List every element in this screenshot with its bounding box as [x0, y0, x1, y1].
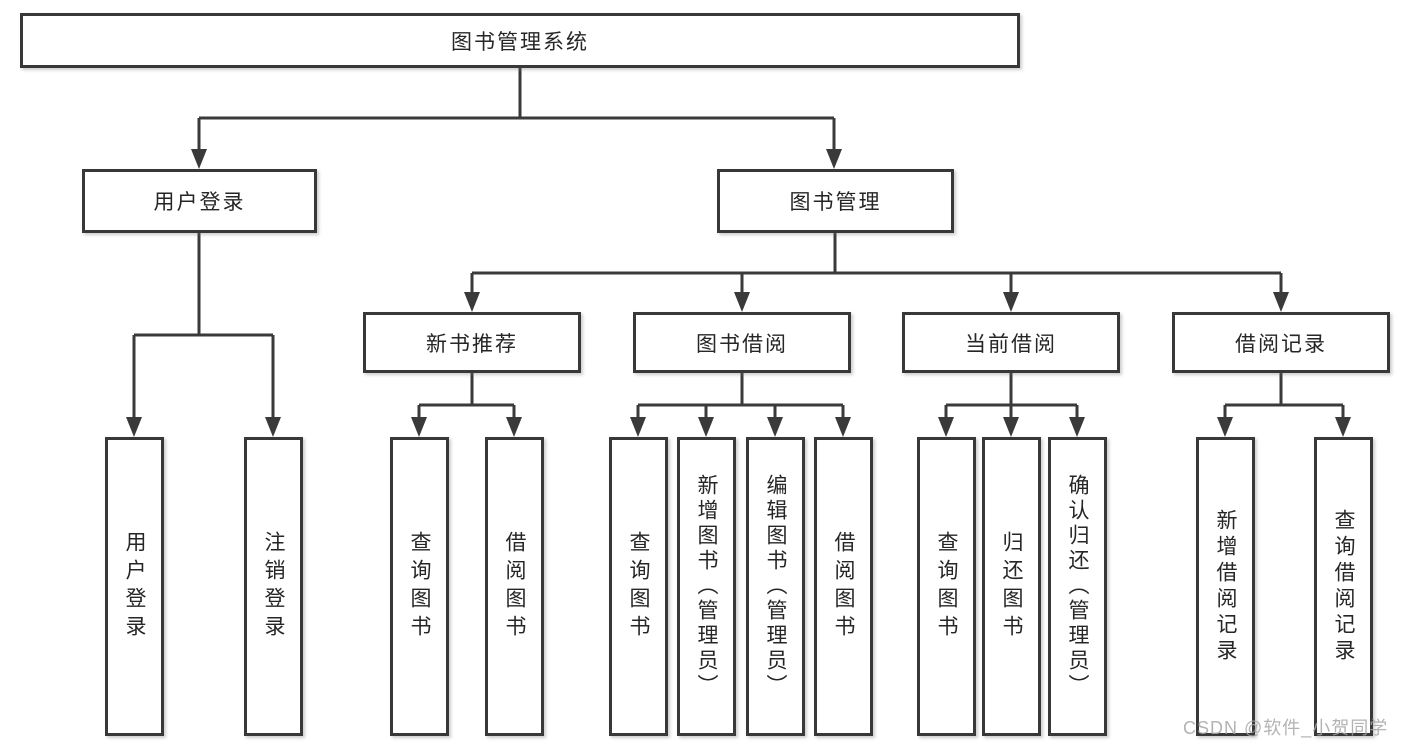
leaf-query-book-2-label: 查询图书 — [627, 530, 650, 643]
leaf-confirm-return-admin-label: 确认归还（管理员） — [1066, 474, 1089, 699]
leaf-confirm-return-admin: 确认归还（管理员） — [1048, 437, 1107, 736]
leaf-user-login-label: 用户登录 — [123, 530, 146, 643]
leaf-add-book-admin: 新增图书（管理员） — [677, 437, 736, 736]
leaf-borrow-book-2: 借阅图书 — [814, 437, 873, 736]
leaf-query-book-3-label: 查询图书 — [935, 530, 958, 643]
node-root: 图书管理系统 — [20, 13, 1020, 68]
leaf-query-book-3: 查询图书 — [917, 437, 976, 736]
node-book-management-label: 图书管理 — [789, 191, 882, 214]
arrowhead-icons — [126, 149, 1351, 437]
leaf-edit-book-admin-label: 编辑图书（管理员） — [764, 474, 787, 699]
leaf-query-book-1-label: 查询图书 — [408, 530, 431, 643]
node-borrow-records-label: 借阅记录 — [1235, 332, 1327, 356]
leaf-query-borrow-record-label: 查询借阅记录 — [1332, 508, 1355, 665]
leaf-borrow-book-1: 借阅图书 — [485, 437, 544, 736]
node-new-book-recommend: 新书推荐 — [363, 312, 581, 373]
leaf-return-book-label: 归还图书 — [1000, 530, 1023, 643]
node-current-borrow: 当前借阅 — [902, 312, 1120, 373]
node-current-borrow-label: 当前借阅 — [965, 332, 1057, 356]
leaf-borrow-book-2-label: 借阅图书 — [832, 530, 855, 643]
leaf-logout-label: 注销登录 — [262, 530, 285, 643]
leaf-add-borrow-record: 新增借阅记录 — [1196, 437, 1255, 736]
leaf-add-book-admin-label: 新增图书（管理员） — [695, 474, 718, 699]
node-borrow-records: 借阅记录 — [1172, 312, 1390, 373]
watermark: CSDN @软件_小贺同学 — [1183, 718, 1389, 738]
leaf-query-borrow-record: 查询借阅记录 — [1314, 437, 1373, 736]
node-book-borrow: 图书借阅 — [633, 312, 851, 373]
node-new-book-recommend-label: 新书推荐 — [426, 332, 518, 356]
leaf-query-book-1: 查询图书 — [390, 437, 449, 736]
leaf-return-book: 归还图书 — [982, 437, 1041, 736]
node-user-login-label: 用户登录 — [153, 191, 246, 214]
node-user-login: 用户登录 — [82, 169, 317, 233]
node-book-management: 图书管理 — [717, 169, 954, 233]
tree-connector-paths — [132, 68, 1345, 418]
leaf-borrow-book-1-label: 借阅图书 — [503, 530, 526, 643]
leaf-logout: 注销登录 — [244, 437, 303, 736]
node-root-label: 图书管理系统 — [451, 30, 589, 54]
leaf-query-book-2: 查询图书 — [609, 437, 668, 736]
node-book-borrow-label: 图书借阅 — [696, 332, 788, 356]
leaf-user-login: 用户登录 — [105, 437, 164, 736]
leaf-edit-book-admin: 编辑图书（管理员） — [746, 437, 805, 736]
leaf-add-borrow-record-label: 新增借阅记录 — [1214, 508, 1237, 665]
